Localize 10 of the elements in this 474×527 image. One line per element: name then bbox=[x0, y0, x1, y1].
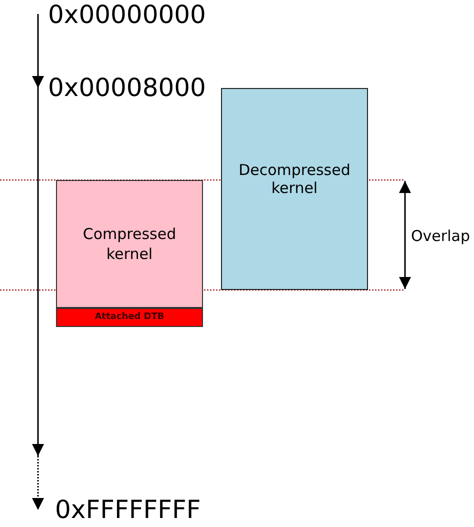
block-label: Decompressed kernel bbox=[238, 161, 352, 197]
address-label: 0xFFFFFFFF bbox=[55, 495, 201, 525]
memory-block bbox=[221, 88, 368, 290]
memory-block bbox=[56, 180, 203, 308]
memory-block bbox=[56, 308, 203, 327]
block-label: Attached DTB bbox=[94, 310, 164, 324]
dimension-label: Overlap bbox=[411, 226, 470, 246]
address-label: 0x00000000 bbox=[48, 0, 206, 30]
address-label: 0x00008000 bbox=[48, 73, 206, 103]
block-label: Compressed kernel bbox=[82, 224, 178, 264]
